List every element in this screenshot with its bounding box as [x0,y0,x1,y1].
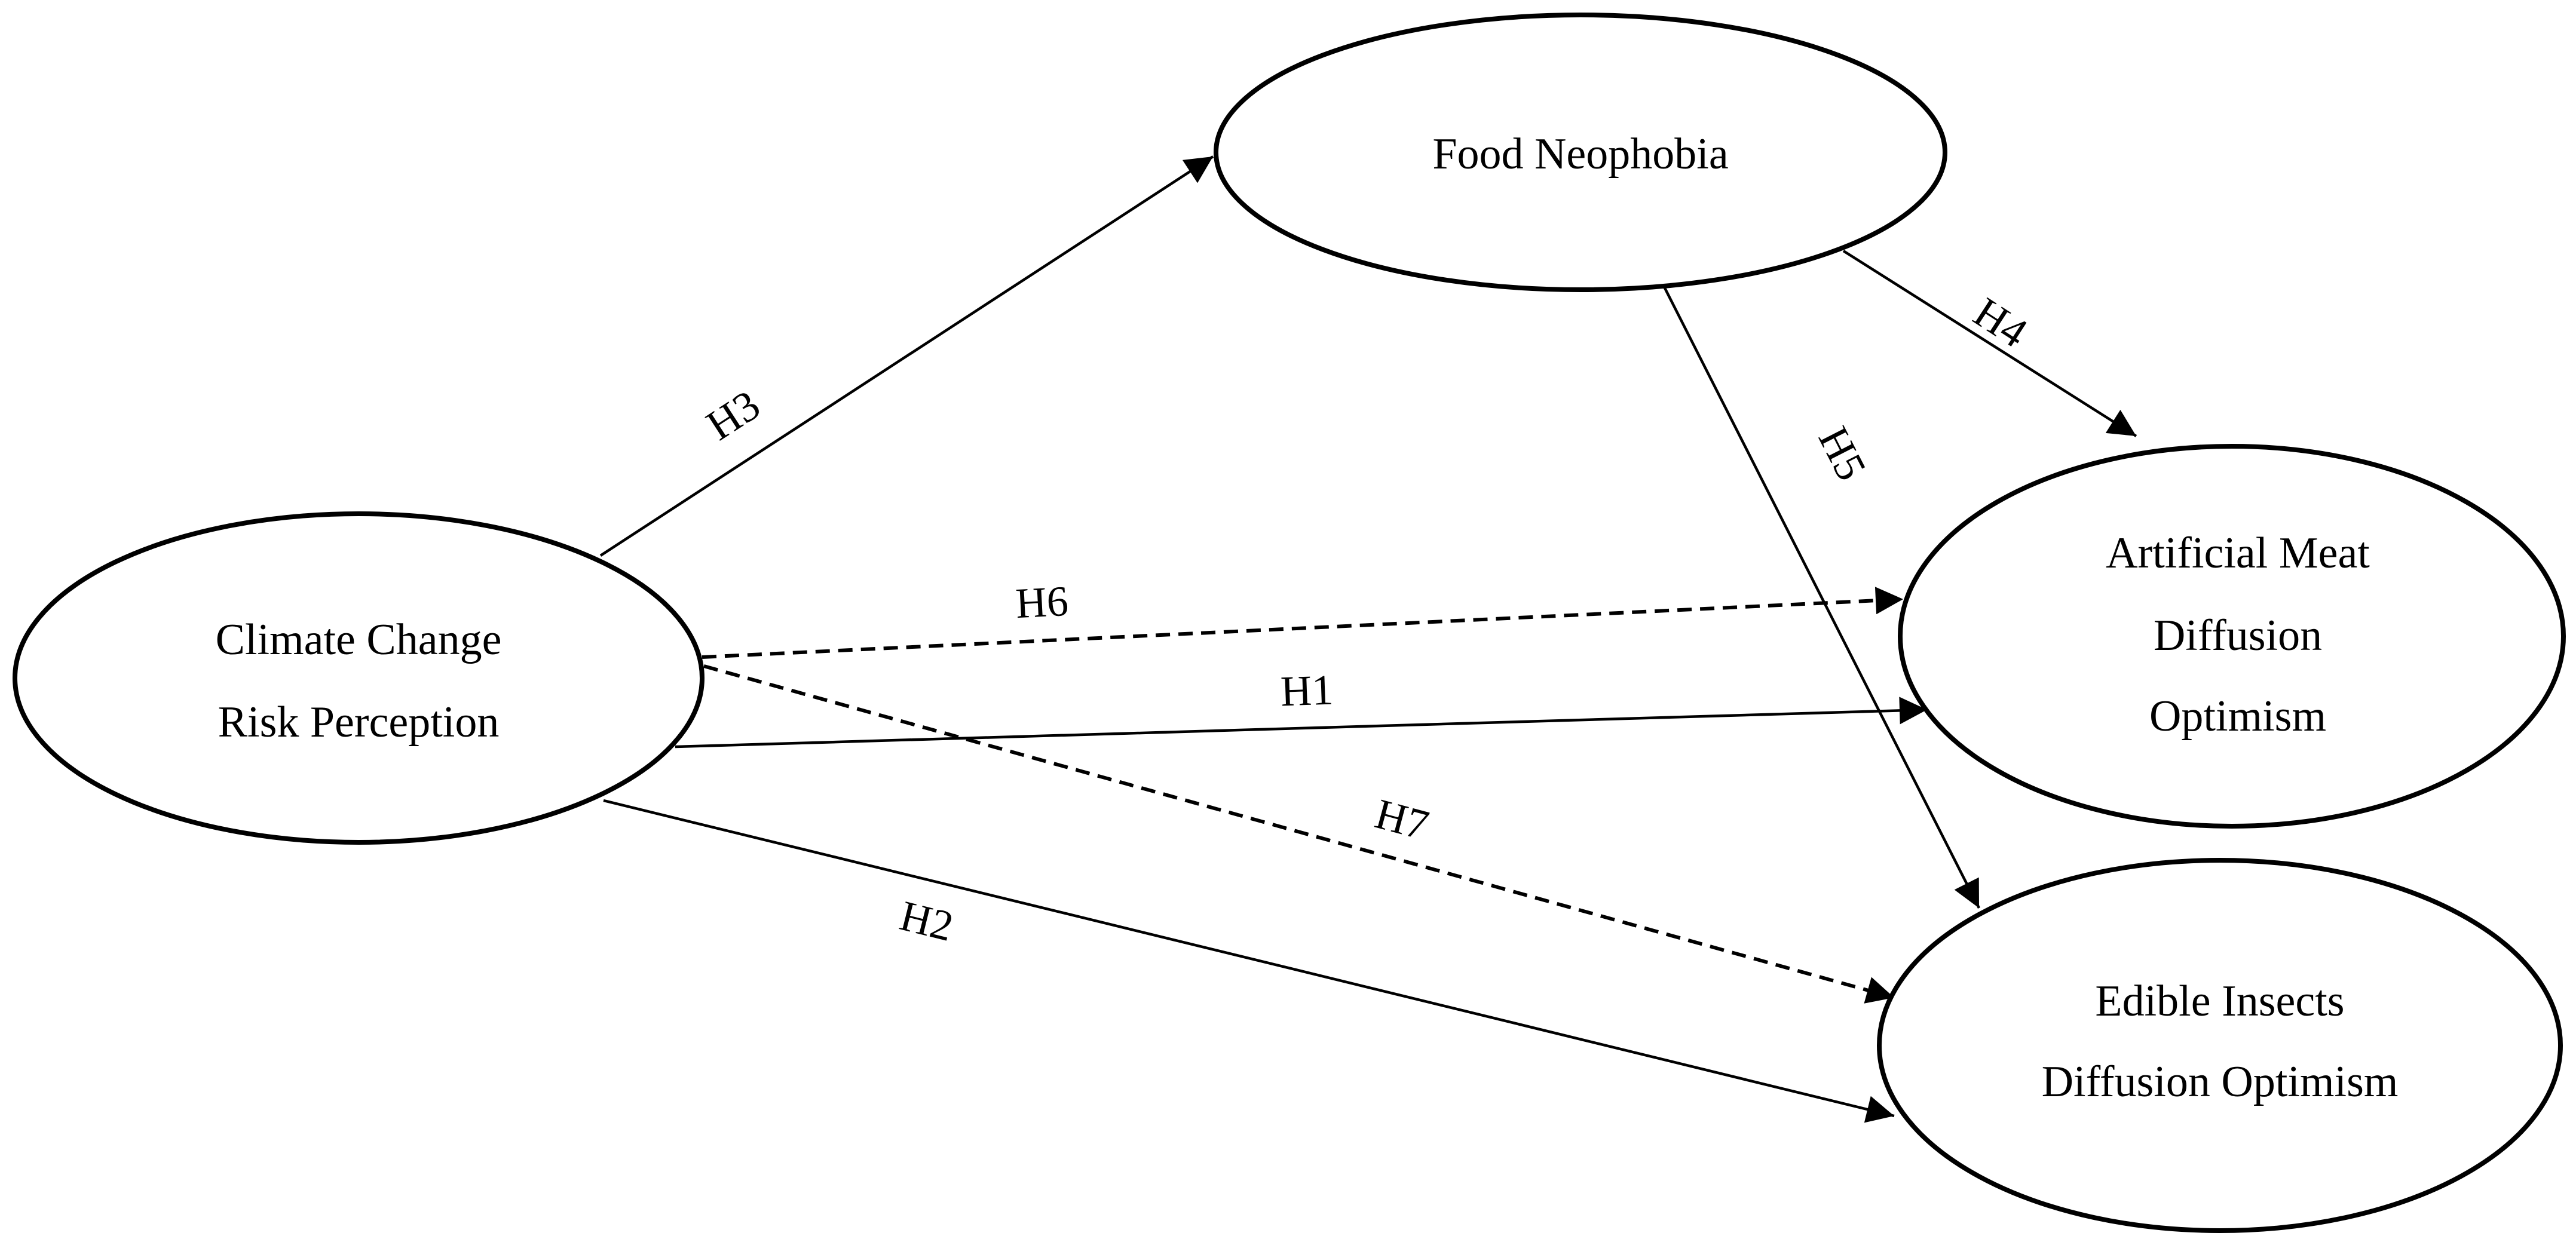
edge-h7-arrow [703,664,1895,1004]
edge-label-h7: H7 [1370,790,1434,849]
edge-label-h6: H6 [1015,577,1070,627]
node-meat-ellipse [1898,444,2566,829]
node-artificial-meat-diffusion-optimism: Artificial Meat Diffusion Optimism [1898,444,2566,829]
node-edible-insects-diffusion-optimism: Edible Insects Diffusion Optimism [1877,858,2563,1233]
node-climate-line-1: Climate Change [216,615,502,664]
node-meat-line-3: Optimism [2149,692,2326,741]
node-insects-ellipse [1877,858,2563,1233]
node-neophobia-ellipse [1214,13,1947,292]
edge-label-h2: H2 [895,891,958,950]
edge-h1-arrow [675,697,1928,749]
node-climate-change-risk-perception: Climate Change Risk Perception [13,511,705,845]
edge-h4-arrow [1842,250,2137,437]
edge-h6-arrow [702,587,1904,659]
edge-h2-arrow [603,799,1895,1123]
node-food-neophobia: Food Neophobia [1214,13,1947,292]
edge-label-h1: H1 [1280,666,1334,716]
node-neophobia-line-1: Food Neophobia [1432,130,1728,179]
node-climate-line-2: Risk Perception [218,698,500,747]
node-insects-line-1: Edible Insects [2095,977,2344,1026]
node-climate-ellipse [13,511,705,845]
node-meat-line-1: Artificial Meat [2106,529,2370,578]
edge-h3-arrow [599,155,1214,557]
edge-label-h4: H4 [1965,288,2035,357]
edge-h5-arrow [1662,286,1981,909]
node-meat-line-2: Diffusion [2154,611,2322,660]
edges [599,155,2137,1123]
edge-label-h5: H5 [1809,419,1876,488]
edge-label-h3: H3 [698,381,768,449]
node-insects-line-2: Diffusion Optimism [2042,1057,2399,1106]
